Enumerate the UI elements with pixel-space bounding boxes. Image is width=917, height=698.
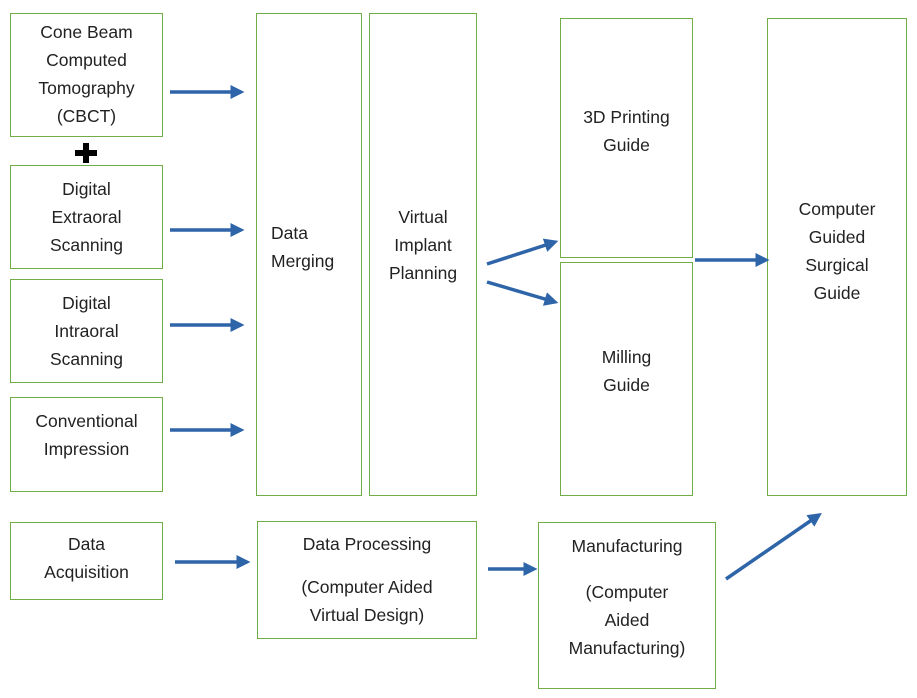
extraoral-box: Digital Extraoral Scanning	[10, 165, 163, 269]
extraoral-label: Digital Extraoral Scanning	[50, 179, 123, 255]
surgical-guide-label: Computer Guided Surgical Guide	[798, 199, 876, 303]
virtual-planning-label: Virtual Implant Planning	[388, 207, 458, 283]
arrow-manufacturing-surgical	[725, 513, 822, 581]
data-processing-box: Data Processing (Computer Aided Virtual …	[257, 521, 477, 639]
arrow-planning-milling	[486, 280, 559, 306]
printing-guide-label: 3D Printing Guide	[583, 107, 670, 155]
printing-guide-box: 3D Printing Guide	[560, 18, 693, 258]
manufacturing-sub: (Computer Aided Manufacturing)	[568, 582, 686, 658]
conventional-label: Conventional Impression	[35, 411, 138, 459]
manufacturing-title: Manufacturing	[571, 536, 683, 556]
cbct-box: Cone Beam Computed Tomography (CBCT)	[10, 13, 163, 137]
conventional-box: Conventional Impression	[10, 397, 163, 492]
intraoral-label: Digital Intraoral Scanning	[50, 293, 123, 369]
data-processing-sub: (Computer Aided Virtual Design)	[301, 577, 433, 625]
surgical-guide-box: Computer Guided Surgical Guide	[767, 18, 907, 496]
data-merging-label: Data Merging	[271, 223, 335, 271]
data-merging-box: Data Merging	[256, 13, 362, 496]
cbct-label: Cone Beam Computed Tomography (CBCT)	[38, 22, 135, 126]
plus-icon	[75, 143, 97, 163]
data-processing-title: Data Processing	[302, 534, 432, 554]
intraoral-box: Digital Intraoral Scanning	[10, 279, 163, 383]
manufacturing-box: Manufacturing (Computer Aided Manufactur…	[538, 522, 716, 689]
milling-guide-box: Milling Guide	[560, 262, 693, 496]
data-acquisition-box: Data Acquisition	[10, 522, 163, 600]
virtual-planning-box: Virtual Implant Planning	[369, 13, 477, 496]
data-acquisition-label: Data Acquisition	[44, 534, 129, 582]
arrow-planning-printing	[486, 238, 559, 266]
milling-guide-label: Milling Guide	[601, 347, 652, 395]
